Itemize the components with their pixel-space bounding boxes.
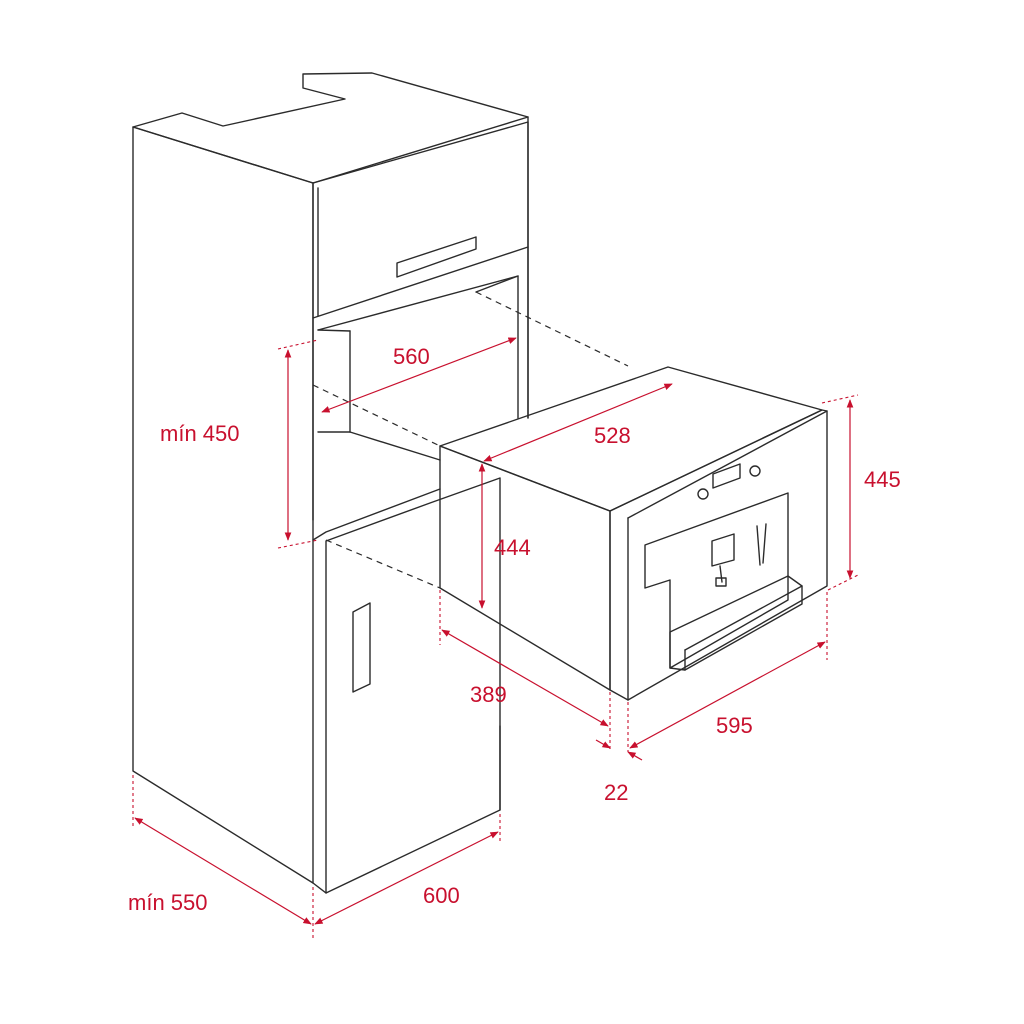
dimension-lines: [132, 337, 859, 940]
tall-cabinet: [132, 72, 529, 894]
label-niche-width: 560: [393, 344, 430, 369]
label-cabinet-depth: mín 550: [128, 890, 208, 915]
label-body-height: 444: [494, 535, 531, 560]
label-front-width: 595: [716, 713, 753, 738]
label-niche-height: mín 450: [160, 421, 240, 446]
spout-icon: [711, 533, 735, 567]
label-front-height: 445: [864, 467, 901, 492]
label-body-depth: 389: [470, 682, 507, 707]
knob-left-icon: [697, 488, 709, 500]
hidden-lines: [312, 291, 629, 589]
lower-door-handle: [352, 602, 371, 693]
coffee-machine: [439, 366, 828, 701]
label-front-thickness: 22: [604, 780, 628, 805]
knob-right-icon: [749, 465, 761, 477]
label-appliance-depth: 528: [594, 423, 631, 448]
dimension-labels: mín 450 560 528 444 445 389 595 22 mín 5…: [128, 344, 901, 915]
drawer-handle: [396, 236, 477, 278]
display-icon: [712, 463, 741, 489]
label-cabinet-width: 600: [423, 883, 460, 908]
